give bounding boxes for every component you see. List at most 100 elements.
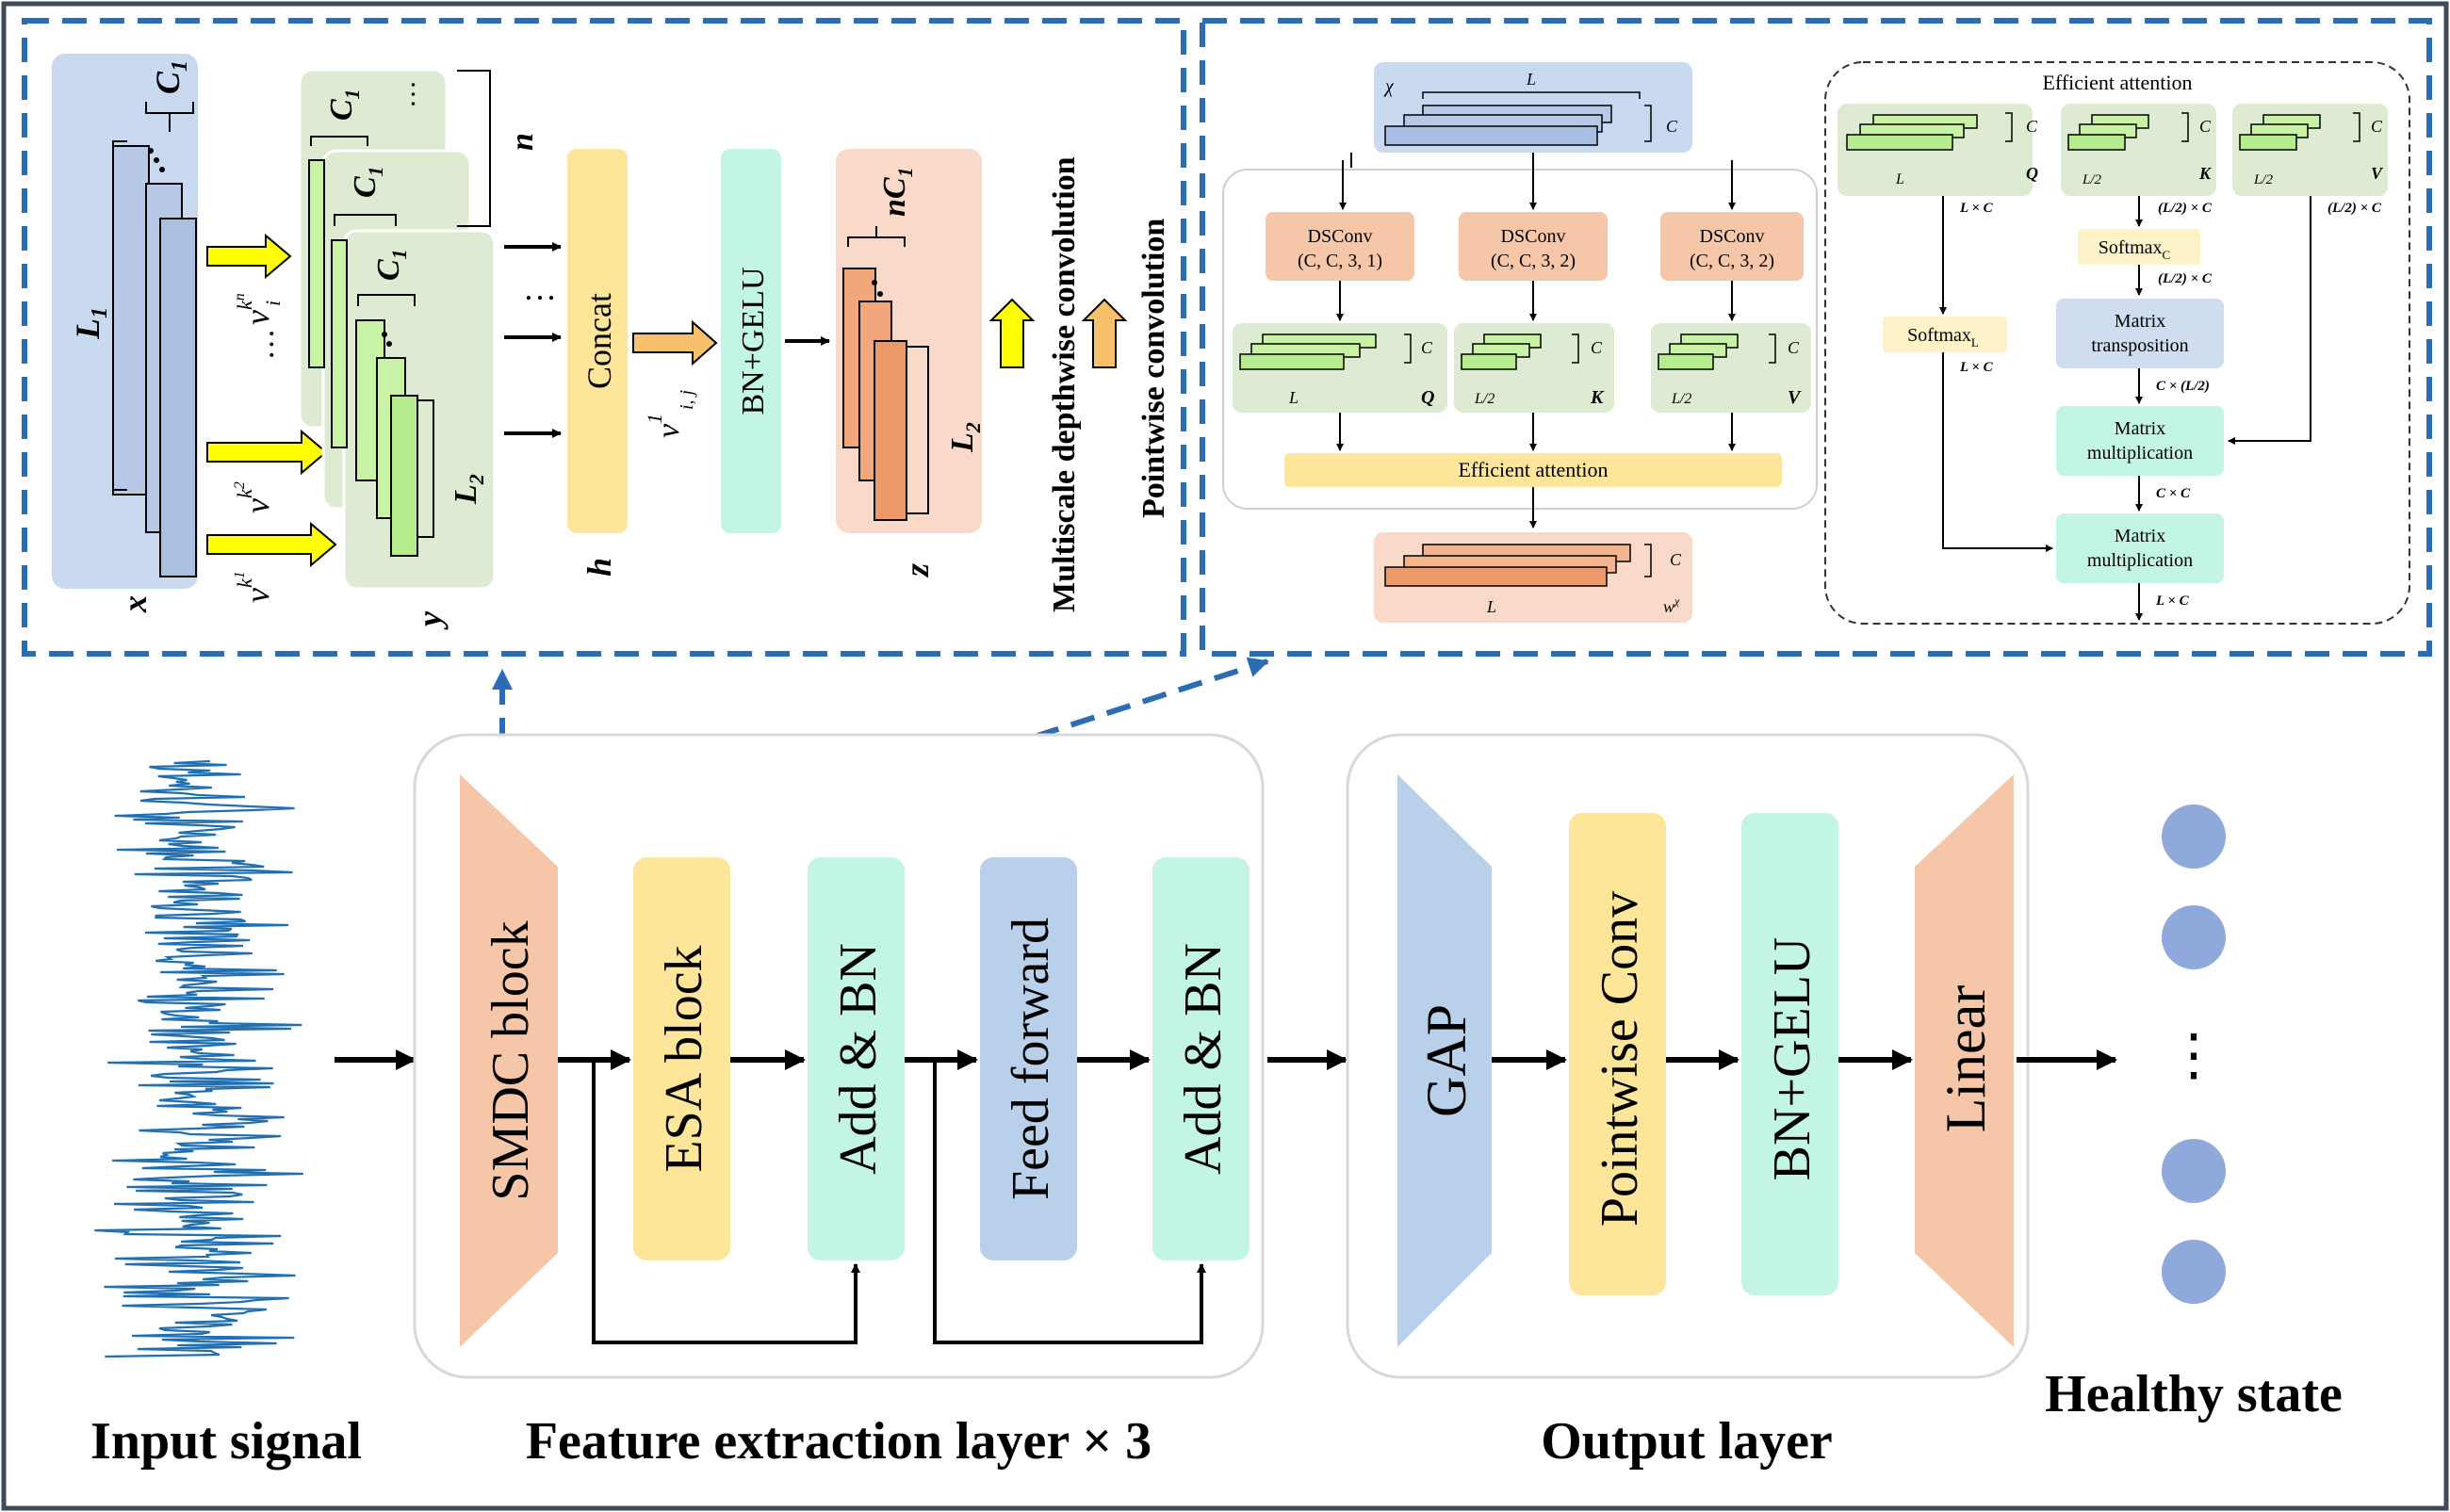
svg-text:C: C — [2199, 117, 2212, 136]
svg-text:L/2: L/2 — [2253, 172, 2274, 187]
add-bn-label-2: Add & BN — [1174, 943, 1233, 1175]
svg-text:χ: χ — [1383, 76, 1395, 97]
x-label: x — [116, 595, 154, 613]
svg-text:(C, C, 3, 2): (C, C, 3, 2) — [1491, 251, 1576, 271]
svg-text:L/2: L/2 — [1474, 391, 1494, 407]
svg-text:transposition: transposition — [2091, 335, 2188, 356]
input-signal-waveform — [94, 759, 303, 1358]
gap-label: GAP — [1415, 1004, 1478, 1117]
state-dots: ⋮ — [2165, 1024, 2222, 1086]
esa-label: ESA block — [655, 945, 713, 1172]
v-kn-label: vkn i — [232, 293, 285, 325]
smdc-block — [460, 774, 558, 1347]
svg-text:(C, C, 3, 1): (C, C, 3, 1) — [1298, 251, 1382, 271]
n-label: n — [505, 133, 540, 151]
vertical-dots: … — [246, 330, 281, 358]
legend-yellow-arrow — [988, 298, 1036, 368]
feed-forward-block — [980, 857, 1077, 1260]
L2-label: L2 — [449, 474, 488, 505]
svg-text:C1: C1 — [371, 249, 411, 281]
pointwise-conv-label: Pointwise Conv — [1591, 891, 1649, 1227]
svg-text:Efficient attention: Efficient attention — [1458, 458, 1608, 481]
output-layer-container — [1346, 733, 2030, 1379]
svg-text:multiplication: multiplication — [2087, 443, 2193, 463]
z-label: z — [898, 563, 936, 578]
svg-text:L × C: L × C — [1959, 201, 1994, 216]
esa-detail-panel — [1200, 18, 2432, 657]
bngelu-label: BN+GELU — [1763, 937, 1821, 1181]
smdc-detail: L1 C1 x … vkn i vk2 vk1 — [52, 54, 1171, 630]
softmax-c-box — [2078, 229, 2200, 265]
state-node-4 — [2162, 1240, 2226, 1304]
healthy-state-label: Healthy state — [2045, 1365, 2343, 1423]
matrix-mult-2 — [2056, 513, 2224, 583]
svg-text:L: L — [1526, 70, 1536, 89]
y-label: y — [411, 610, 449, 630]
smdc-detail-panel — [22, 18, 1186, 657]
output-layer-label: Output layer — [1541, 1412, 1833, 1471]
efficient-attention-detail — [1824, 61, 2410, 625]
feature-extraction-label: Feature extraction layer × 3 — [526, 1412, 1152, 1471]
svg-text:(L/2) × C: (L/2) × C — [2328, 201, 2382, 216]
signal-trace — [94, 759, 303, 1358]
svg-text:Q: Q — [2026, 164, 2038, 183]
svg-text:Matrix: Matrix — [2115, 526, 2165, 546]
input-signal-label: Input signal — [90, 1412, 362, 1471]
add-bn-block-1 — [808, 857, 905, 1260]
L2-label-z: L2 — [945, 422, 985, 453]
v-k2-label: vk2 — [232, 481, 276, 513]
legend-multiscale: Multiscale depthwise convolution — [1047, 156, 1082, 612]
C1-label-x: C1 — [149, 60, 192, 94]
svg-text:C1: C1 — [348, 166, 387, 198]
svg-text:C: C — [1670, 550, 1682, 569]
svg-text:Q: Q — [1421, 387, 1434, 408]
v-k1-label: vk1 — [232, 571, 276, 603]
svg-text:L: L — [1895, 171, 1904, 187]
svg-text:vk1: vk1 — [232, 571, 276, 603]
svg-text:L/2: L/2 — [2082, 172, 2102, 187]
add-bn-block-2 — [1152, 857, 1250, 1260]
concat-label: Concat — [580, 293, 618, 389]
dsconv-q — [1266, 212, 1414, 281]
svg-text:C × (L/2): C × (L/2) — [2156, 379, 2210, 394]
v-ij-label: v1 — [643, 414, 686, 438]
pointwise-arrow — [632, 319, 718, 366]
w-label: wχ — [1663, 594, 1680, 616]
svg-text:V: V — [2371, 164, 2384, 183]
svg-text:…: … — [390, 80, 421, 108]
softmax-l-box — [1883, 317, 2007, 352]
residual-1 — [592, 1060, 860, 1344]
svg-text:(L/2) × C: (L/2) × C — [2158, 271, 2213, 286]
svg-text:DSConv: DSConv — [1308, 226, 1373, 247]
add-bn-label-1: Add & BN — [829, 943, 888, 1175]
svg-text:multiplication: multiplication — [2087, 550, 2193, 571]
linear-block — [1915, 774, 2014, 1347]
bngelu-block — [1741, 813, 1838, 1295]
arrow-dots: … — [523, 269, 557, 307]
svg-text:(L/2) × C: (L/2) × C — [2158, 201, 2213, 216]
svg-text:C: C — [1788, 338, 1800, 357]
svg-text:DSConv: DSConv — [1501, 226, 1566, 247]
svg-text:V: V — [1788, 387, 1802, 408]
svg-text:L/2: L/2 — [1671, 391, 1691, 407]
legend-pointwise: Pointwise convolution — [1136, 219, 1171, 518]
svg-text:C: C — [1421, 338, 1433, 357]
residual-2 — [933, 1060, 1206, 1344]
svg-text:C: C — [2026, 117, 2038, 136]
smdc-label: SMDC block — [482, 920, 540, 1200]
svg-text:vk2: vk2 — [232, 481, 276, 513]
gap-block — [1397, 774, 1492, 1347]
svg-text:Matrix: Matrix — [2115, 418, 2165, 439]
svg-text:i: i — [261, 301, 285, 306]
legend-orange-arrow — [1081, 298, 1128, 368]
svg-text:DSConv: DSConv — [1700, 226, 1765, 247]
efficient-attention-bar — [1284, 453, 1782, 487]
svg-text:vkn: vkn — [232, 293, 276, 325]
state-node-2 — [2162, 905, 2226, 969]
svg-text:L × C: L × C — [1959, 360, 1994, 375]
nC1-label: nC1 — [877, 167, 917, 217]
ea-title: Efficient attention — [2042, 71, 2192, 94]
concat-box — [567, 149, 628, 533]
svg-text:Matrix: Matrix — [2115, 311, 2165, 332]
